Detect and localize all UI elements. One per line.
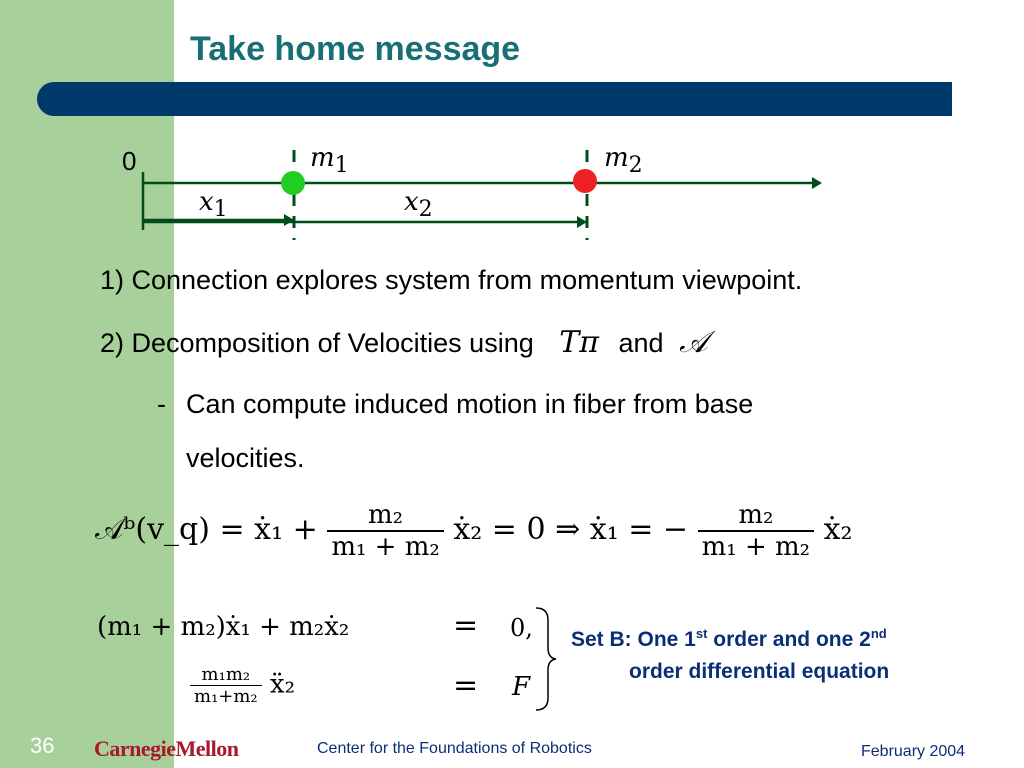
mass2-symbol: m bbox=[604, 143, 629, 173]
page-title: Take home message bbox=[190, 30, 521, 68]
carnegie-mellon-logo: CarnegieMellon bbox=[94, 736, 239, 761]
sub-bullet-line-1: Can compute induced motion in fiber from… bbox=[186, 389, 754, 419]
system-row-2-eq: = bbox=[453, 668, 479, 703]
set-b-text-b: order and one 2 bbox=[707, 628, 871, 651]
system-row-2-fraction: m₁m₂ m₁+m₂ bbox=[190, 664, 262, 707]
mass1-symbol: m bbox=[310, 143, 335, 173]
eq-mid: ẋ₂ = 0 ⇒ ẋ₁ = − bbox=[453, 512, 689, 547]
system-brace bbox=[535, 607, 557, 711]
x2-subscript: 2 bbox=[419, 197, 433, 222]
system-row-2-fraction-den: m₁+m₂ bbox=[190, 685, 262, 707]
bullet-1: 1) Connection explores system from momen… bbox=[100, 265, 803, 295]
connection-equation: 𝒜ᵇ(v_q) = ẋ₁ + m₂ m₁ + m₂ ẋ₂ = 0 ⇒ ẋ₁ = … bbox=[95, 500, 853, 562]
system-row-1-rhs: 0, bbox=[510, 614, 533, 642]
mass2-label: m2 bbox=[604, 143, 643, 178]
mass1-subscript: 1 bbox=[335, 153, 349, 178]
bullet-2: 2) Decomposition of Velocities using Tπ … bbox=[100, 325, 707, 360]
system-row-2-rhs: F bbox=[512, 672, 531, 702]
x1-symbol: x bbox=[199, 187, 214, 217]
set-b-text-a: Set B: One 1 bbox=[571, 628, 696, 651]
mass2-subscript: 2 bbox=[629, 153, 643, 178]
x1-label: x1 bbox=[199, 187, 228, 222]
system-row-2-lhs: m₁m₂ m₁+m₂ ẍ₂ bbox=[190, 664, 295, 707]
bullet-2-and: and bbox=[618, 328, 664, 358]
x2-arrowhead bbox=[577, 216, 587, 228]
axis-arrowhead bbox=[812, 177, 822, 189]
origin-label: 0 bbox=[122, 146, 136, 176]
set-b-sup-2: nd bbox=[870, 626, 887, 641]
slide-number: 36 bbox=[30, 733, 55, 758]
x2-symbol: x bbox=[404, 187, 419, 217]
mass1-label: m1 bbox=[310, 143, 349, 178]
footer-date: February 2004 bbox=[861, 743, 966, 760]
set-b-line-1: Set B: One 1st order and one 2nd bbox=[571, 626, 887, 652]
mass2-dot bbox=[573, 169, 597, 193]
x1-subscript: 1 bbox=[214, 197, 228, 222]
t-pi-symbol: Tπ bbox=[559, 325, 599, 360]
system-row-2-fraction-num: m₁m₂ bbox=[201, 664, 251, 685]
bullet-2-text: 2) Decomposition of Velocities using bbox=[100, 328, 534, 358]
sub-bullet-dash: - bbox=[157, 389, 166, 419]
title-underline-bar bbox=[37, 82, 952, 116]
eq-tail: ẋ₂ bbox=[823, 512, 853, 547]
connection-symbol: 𝒜 bbox=[679, 325, 708, 360]
sub-bullet-line-2: velocities. bbox=[186, 443, 305, 473]
eq-fraction-1-num: m₂ bbox=[368, 500, 404, 530]
eq-lhs: 𝒜ᵇ(v_q) = ẋ₁ + bbox=[95, 512, 318, 547]
mass1-dot bbox=[281, 171, 305, 195]
set-b-sup-1: st bbox=[695, 626, 708, 641]
eq-fraction-2-num: m₂ bbox=[738, 500, 774, 530]
eq-fraction-1-den: m₁ + m₂ bbox=[327, 530, 444, 562]
footer-center-text: Center for the Foundations of Robotics bbox=[317, 740, 592, 757]
eq-fraction-2: m₂ m₁ + m₂ bbox=[697, 500, 815, 562]
eq-fraction-1: m₂ m₁ + m₂ bbox=[327, 500, 444, 562]
eq-fraction-2-den: m₁ + m₂ bbox=[697, 530, 815, 562]
slide-sidebar bbox=[0, 0, 174, 768]
system-row-2-tail: ẍ₂ bbox=[269, 669, 296, 700]
system-row-1-lhs: (m₁ + m₂)ẋ₁ + m₂ẋ₂ bbox=[97, 612, 350, 642]
x2-label: x2 bbox=[404, 187, 433, 222]
system-row-1-eq: = bbox=[453, 608, 479, 643]
set-b-line-2: order differential equation bbox=[629, 660, 890, 683]
